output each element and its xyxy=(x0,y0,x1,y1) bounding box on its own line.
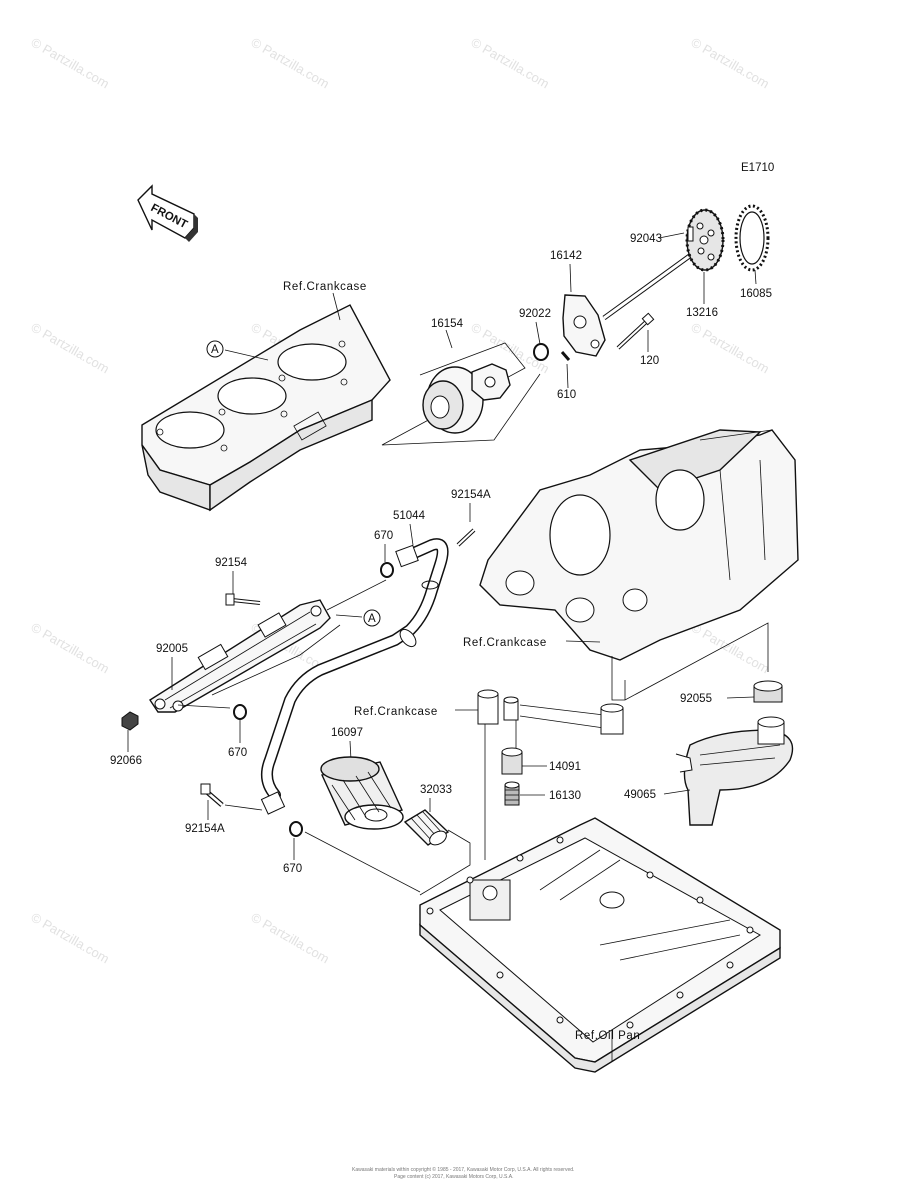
sprocket-16085 xyxy=(734,204,770,272)
part-label-92154a-top: 92154A xyxy=(451,489,491,501)
part-label-16154: 16154 xyxy=(431,318,464,330)
ref-oil-pan: Ref.Oil Pan xyxy=(575,1030,640,1042)
oil-pump-inner-rotor xyxy=(471,363,511,401)
bolt-92154 xyxy=(225,593,261,606)
o-ring-670-top xyxy=(380,562,394,578)
part-label-92154: 92154 xyxy=(215,557,248,569)
bolt-120 xyxy=(616,312,655,350)
part-label-120: 120 xyxy=(640,355,659,367)
crankcase-nozzle xyxy=(600,703,624,735)
oil-pump-gear-13216 xyxy=(685,208,725,272)
oil-relief-pipe-92005 xyxy=(149,599,331,713)
part-label-92022: 92022 xyxy=(519,308,551,320)
o-ring-670-low xyxy=(289,821,303,837)
marker-a-top xyxy=(206,340,224,358)
diagram-code: E1710 xyxy=(741,162,774,174)
bolt-92154a-low xyxy=(200,783,224,807)
oil-pump-cover xyxy=(562,294,606,357)
part-label-610: 610 xyxy=(557,389,576,401)
pin-610 xyxy=(560,351,571,361)
seal-92055 xyxy=(753,680,783,703)
part-label-92055: 92055 xyxy=(680,693,712,705)
oil-pan xyxy=(419,817,781,1073)
part-label-16130: 16130 xyxy=(549,790,581,802)
oil-strainer-49065 xyxy=(675,716,794,826)
crankcase-lower-part xyxy=(479,429,799,661)
marker-a-mid xyxy=(363,609,381,627)
part-label-92043: 92043 xyxy=(630,233,662,245)
part-label-92154a-low: 92154A xyxy=(185,823,225,835)
part-label-92005: 92005 xyxy=(156,643,188,655)
watermark: © Partzilla.com xyxy=(29,35,112,92)
part-label-92066: 92066 xyxy=(110,755,142,767)
marker-a-mid-label: A xyxy=(368,613,376,625)
o-ring-670-mid xyxy=(233,704,247,720)
watermark: © Partzilla.com xyxy=(29,910,112,967)
watermark: © Partzilla.com xyxy=(689,35,772,92)
watermark: © Partzilla.com xyxy=(689,620,772,677)
watermark: © Partzilla.com xyxy=(249,910,332,967)
watermark: © Partzilla.com xyxy=(249,35,332,92)
part-label-16097: 16097 xyxy=(331,727,363,739)
ref-crankcase-upper: Ref.Crankcase xyxy=(283,281,367,293)
crankcase-upper-part xyxy=(141,304,391,512)
oil-pipe xyxy=(260,538,449,815)
pin-92043 xyxy=(687,226,694,242)
bush-14091 xyxy=(501,747,523,775)
ref-crankcase-middle: Ref.Crankcase xyxy=(463,637,547,649)
marker-a-top-label: A xyxy=(211,344,219,356)
watermark: © Partzilla.com xyxy=(469,35,552,92)
part-label-16142: 16142 xyxy=(550,250,582,262)
oil-pump-shaft xyxy=(602,244,704,321)
part-label-51044: 51044 xyxy=(393,510,426,522)
washer-92022 xyxy=(533,343,549,361)
watermark: © Partzilla.com xyxy=(29,620,112,677)
oil-filter-16097 xyxy=(320,756,404,830)
ref-crankcase-lower: Ref.Crankcase xyxy=(354,706,438,718)
part-label-32033: 32033 xyxy=(420,784,452,796)
bolt-92154a-top xyxy=(456,528,476,547)
footer-copyright: Kawasaki materials within copyright © 19… xyxy=(352,1166,574,1173)
part-label-13216: 13216 xyxy=(686,307,718,319)
part-label-670-low: 670 xyxy=(283,863,302,875)
front-arrow-icon: FRONT xyxy=(137,184,198,242)
nut-92066 xyxy=(121,711,139,731)
watermark: © Partzilla.com xyxy=(689,320,772,377)
footer-copyright-2: Page content (c) 2017, Kawasaki Motors C… xyxy=(394,1174,514,1180)
part-label-14091: 14091 xyxy=(549,761,581,773)
oil-relief-valve xyxy=(477,689,519,725)
watermark: © Partzilla.com xyxy=(29,320,112,377)
sensor-16130 xyxy=(504,781,520,806)
part-label-670-top: 670 xyxy=(374,530,393,542)
part-label-49065: 49065 xyxy=(624,789,656,801)
filter-pipe-32033 xyxy=(403,809,450,846)
part-label-670-mid: 670 xyxy=(228,747,247,759)
part-label-16085: 16085 xyxy=(740,288,772,300)
